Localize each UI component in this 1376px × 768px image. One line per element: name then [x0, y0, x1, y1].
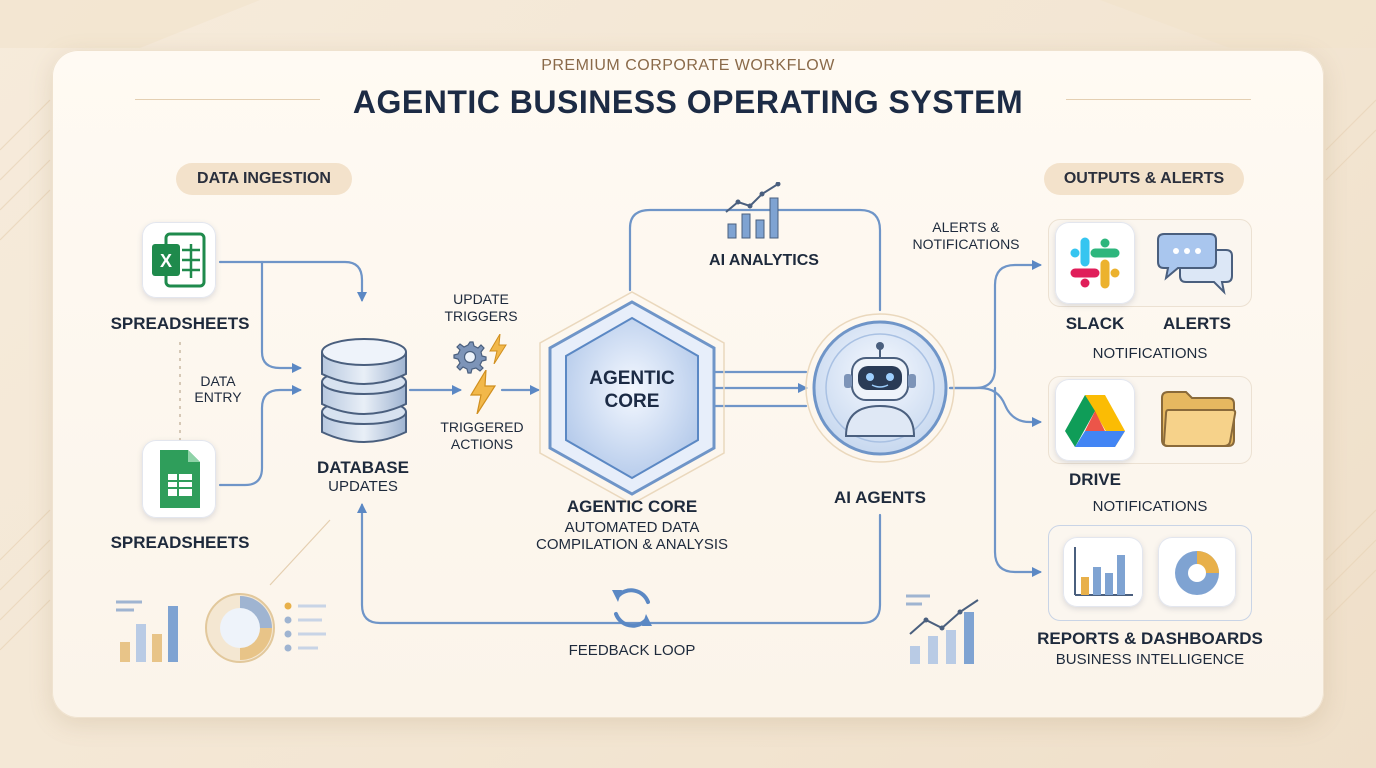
- folder-icon[interactable]: [1158, 388, 1238, 450]
- lightning-icon: [489, 334, 507, 364]
- drive-label: DRIVE: [1069, 470, 1121, 489]
- google-sheets-tile[interactable]: [142, 440, 216, 518]
- slack-label: SLACK: [1065, 314, 1125, 333]
- section-data-ingestion: DATA INGESTION: [176, 163, 352, 195]
- feedback-loop-label: FEEDBACK LOOP: [568, 642, 696, 659]
- header-kicker: PREMIUM CORPORATE WORKFLOW: [541, 57, 835, 74]
- refresh-loop-icon: [612, 588, 652, 628]
- svg-text:X: X: [160, 251, 172, 271]
- business-intelligence-label: BUSINESS INTELLIGENCE: [1055, 651, 1245, 668]
- notifications-label-2: NOTIFICATIONS: [1092, 498, 1208, 515]
- ai-analytics-label: AI ANALYTICS: [709, 252, 819, 269]
- agentic-core-label: AGENTIC CORE: [566, 497, 698, 516]
- google-drive-icon: [1065, 395, 1125, 447]
- alerts-label: ALERTS: [1163, 314, 1231, 333]
- data-entry-label-1: DATA: [200, 373, 236, 389]
- section-outputs-alerts: OUTPUTS & ALERTS: [1044, 163, 1244, 195]
- decorative-trend-chart-icon: [906, 594, 979, 664]
- title-rule-right: [1066, 99, 1251, 100]
- alerts-notifications-label-2: NOTIFICATIONS: [912, 236, 1020, 252]
- spreadsheets-label-top: SPREADSHEETS: [110, 314, 250, 333]
- bar-chart-icon: [725, 182, 781, 239]
- decorative-bar-chart-icon: [116, 600, 178, 662]
- google-drive-tile[interactable]: [1055, 379, 1135, 461]
- gear-icon: [453, 341, 487, 374]
- slack-icon: [1070, 237, 1120, 289]
- excel-tile[interactable]: X: [142, 222, 216, 298]
- database-label: DATABASE: [317, 458, 409, 477]
- bar-chart-icon: [1074, 547, 1133, 596]
- robot-icon[interactable]: [802, 310, 958, 466]
- spreadsheets-label-bottom: SPREADSHEETS: [110, 533, 250, 552]
- pie-chart-icon: [1175, 551, 1219, 595]
- update-triggers-label-2: TRIGGERS: [444, 308, 518, 324]
- agentic-core-desc-2: COMPILATION & ANALYSIS: [536, 536, 728, 553]
- notifications-label-1: NOTIFICATIONS: [1092, 345, 1208, 362]
- database-updates-label: UPDATES: [328, 478, 398, 495]
- chat-bubbles-icon[interactable]: [1156, 228, 1236, 298]
- data-entry-label-2: ENTRY: [194, 389, 242, 405]
- page-title: AGENTIC BUSINESS OPERATING SYSTEM: [352, 84, 1024, 120]
- core-hex-text-1: AGENTIC: [589, 368, 675, 389]
- slack-tile[interactable]: [1055, 222, 1135, 304]
- triggered-actions-label-1: TRIGGERED: [440, 419, 524, 435]
- reports-bar-tile[interactable]: [1063, 537, 1143, 607]
- google-sheets-icon: [160, 450, 200, 508]
- core-hex-text-2: CORE: [604, 391, 660, 412]
- triggered-actions-label-2: ACTIONS: [450, 436, 514, 452]
- update-triggers-label-1: UPDATE: [453, 291, 509, 307]
- title-rule-left: [135, 99, 320, 100]
- agentic-core-desc-1: AUTOMATED DATA: [564, 519, 700, 536]
- agentic-core-hexagon[interactable]: [532, 288, 732, 508]
- reports-dashboards-label: REPORTS & DASHBOARDS: [1037, 629, 1263, 648]
- ai-agents-label: AI AGENTS: [834, 488, 926, 507]
- lightning-icon-large: [469, 370, 497, 414]
- excel-icon: X: [152, 232, 206, 288]
- database-icon: [321, 338, 407, 443]
- reports-pie-tile[interactable]: [1158, 537, 1236, 607]
- decorative-pie-chart-icon: [205, 593, 326, 663]
- alerts-notifications-label-1: ALERTS &: [932, 219, 1000, 235]
